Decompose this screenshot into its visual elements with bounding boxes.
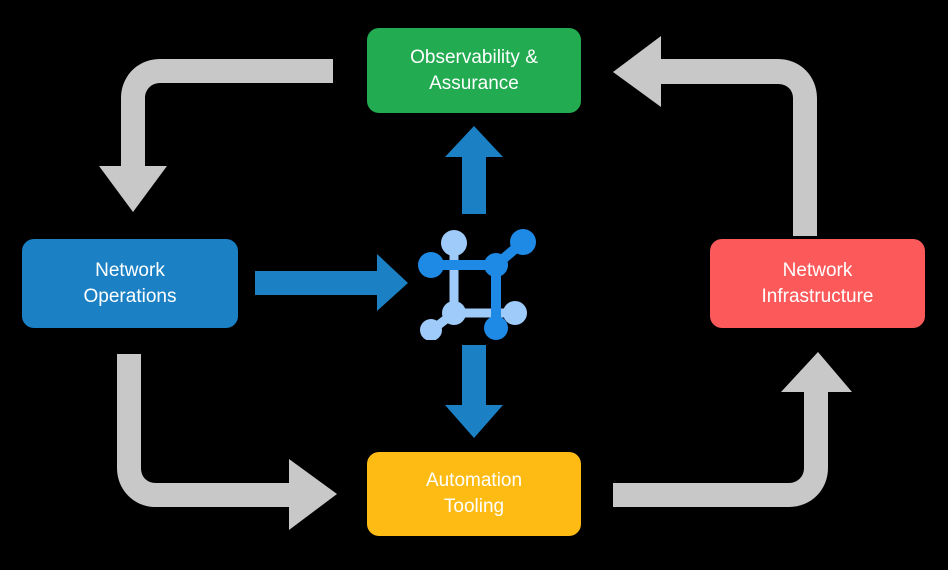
box-network-infrastructure[interactable]: Network Infrastructure [710, 239, 925, 328]
arrow-operations-to-center [255, 254, 408, 311]
box-automation-tooling[interactable]: Automation Tooling [367, 452, 581, 536]
box-observability-assurance[interactable]: Observability & Assurance [367, 28, 581, 113]
topology-dark-nodes [418, 229, 536, 340]
arrow-operations-to-automation [117, 354, 337, 530]
network-topology-icon [418, 229, 536, 340]
arrow-center-to-automation [445, 345, 503, 438]
topology-light-nodes [420, 230, 527, 340]
arrow-automation-to-infrastructure [613, 352, 852, 507]
arrow-infrastructure-to-observability [613, 36, 817, 236]
box-network-operations[interactable]: Network Operations [22, 239, 238, 328]
arrow-observability-to-operations [99, 59, 333, 212]
arrow-center-to-observability [445, 126, 503, 214]
